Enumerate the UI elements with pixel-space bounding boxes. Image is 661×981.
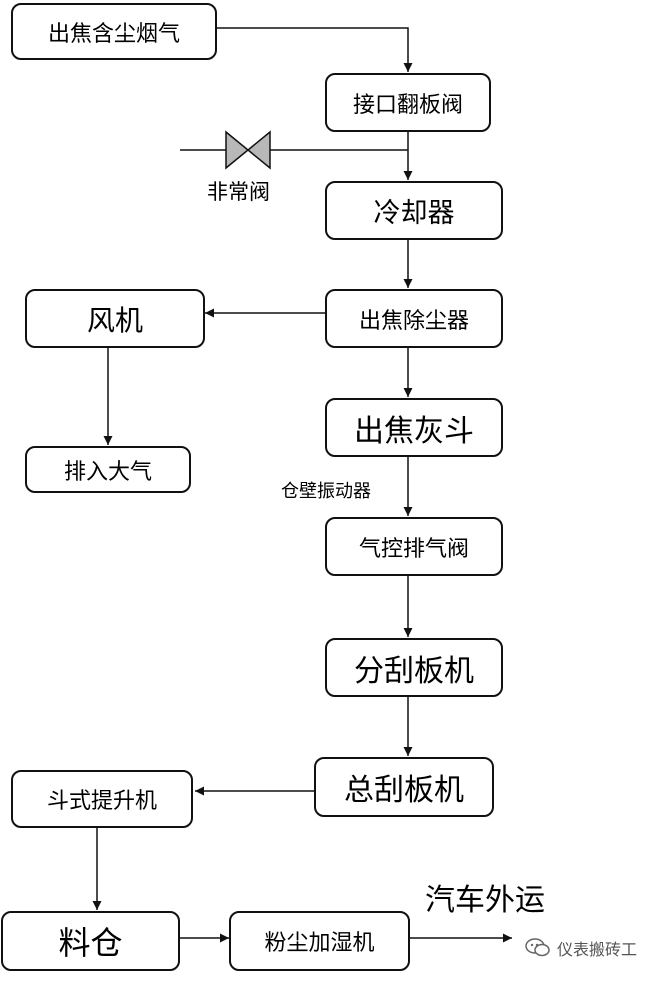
watermark-text: 仪表搬砖工	[557, 940, 638, 959]
node-branch-scraper: 分刮板机	[325, 638, 503, 697]
node-silo: 料仓	[1, 911, 180, 971]
node-dust-hopper: 出焦灰斗	[325, 398, 503, 457]
wechat-icon	[525, 938, 550, 957]
node-dusty-flue-gas: 出焦含尘烟气	[11, 3, 217, 60]
butterfly-valve-icon	[225, 130, 271, 170]
node-bucket-elevator: 斗式提升机	[11, 770, 193, 828]
node-exhaust-valve: 气控排气阀	[325, 517, 503, 576]
node-flap-valve: 接口翻板阀	[325, 73, 491, 132]
node-cooler: 冷却器	[325, 181, 503, 240]
label-emergency-valve: 非常阀	[207, 180, 270, 204]
node-dust-collector: 出焦除尘器	[325, 289, 503, 348]
node-main-scraper: 总刮板机	[314, 757, 494, 817]
node-vent-atmosphere: 排入大气	[25, 446, 191, 493]
label-bin-vibrator: 仓壁振动器	[281, 481, 371, 502]
label-truck-transport: 汽车外运	[425, 883, 545, 918]
watermark: 仪表搬砖工	[525, 936, 637, 960]
arrow-source-to-flap-valve	[214, 27, 413, 72]
node-fan: 风机	[25, 289, 205, 348]
node-dust-humidifier: 粉尘加湿机	[229, 911, 410, 971]
